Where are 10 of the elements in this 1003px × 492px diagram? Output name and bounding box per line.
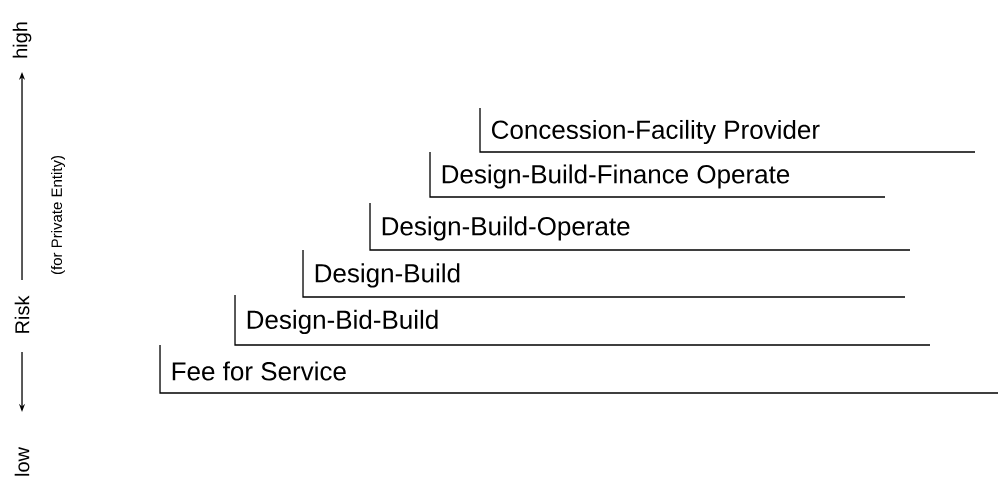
step-bracket: Concession-Facility Provider [479, 107, 976, 153]
axis-label: Risk [14, 295, 30, 333]
axis-label: low [14, 446, 30, 476]
step-bracket: Design-Bid-Build [234, 294, 931, 346]
axis-label: (for Private Entity) [51, 155, 65, 275]
step-bracket: Fee for Service [159, 344, 999, 394]
axis-label: high [12, 22, 32, 58]
step-bracket: Design-Build [302, 249, 906, 298]
step-bracket: Design-Build-Operate [369, 202, 911, 251]
step-bracket: Design-Build-Finance Operate [429, 151, 886, 198]
